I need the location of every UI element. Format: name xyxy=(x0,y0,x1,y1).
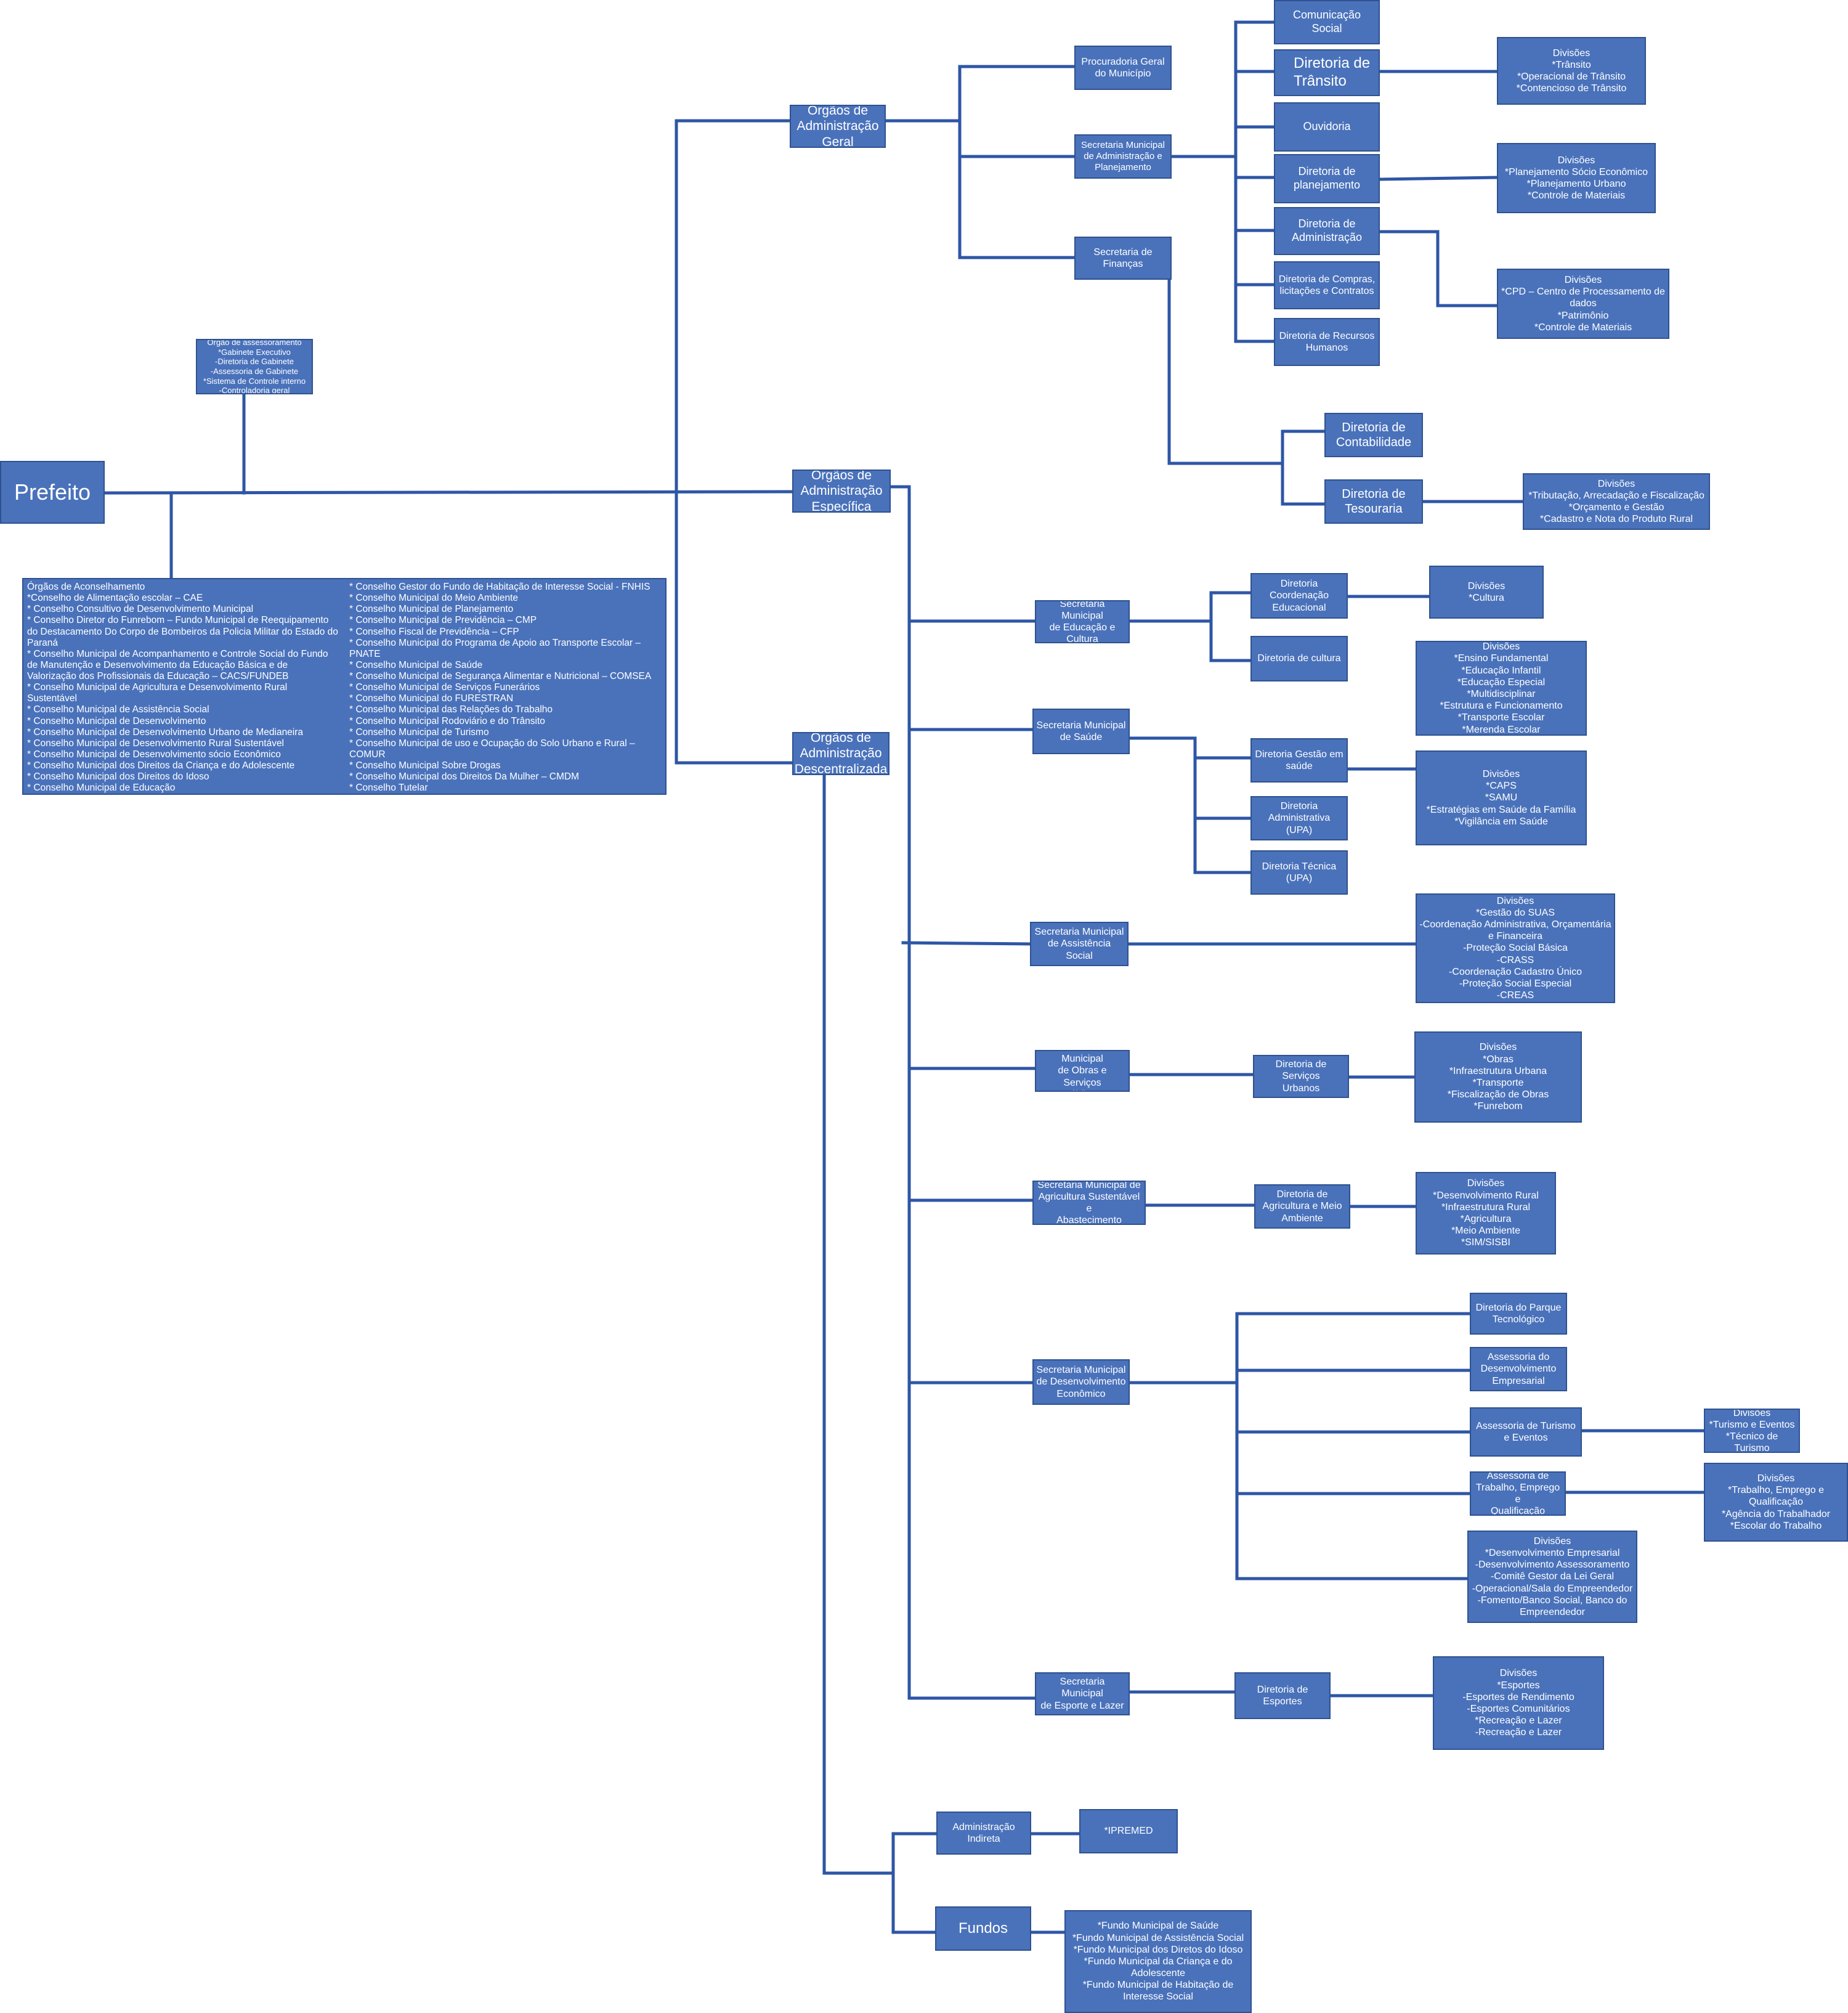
div-assistencia-node[interactable]: Divisões *Gestão do SUAS -Coordenação Ad… xyxy=(1416,893,1615,1003)
div-administracao-node[interactable]: Divisões *CPD – Centro de Processamento … xyxy=(1497,269,1669,339)
procuradoria-node[interactable]: Procuradoria Geral do Município xyxy=(1074,46,1172,90)
div-trabalho-node[interactable]: Divisões *Trabalho, Emprego e Qualificaç… xyxy=(1704,1463,1848,1542)
dir-tesouraria-node[interactable]: Diretoria de Tesouraria xyxy=(1324,479,1423,524)
aconselhamento-node[interactable]: Órgãos de Aconselhamento *Conselho de Al… xyxy=(22,578,667,795)
div-turismo-node[interactable]: Divisões *Turismo e Eventos *Técnico de … xyxy=(1704,1409,1800,1453)
dir-transito-node[interactable]: Diretoria de Trânsito xyxy=(1274,49,1380,96)
dir-rh-node[interactable]: Diretoria de Recursos Humanos xyxy=(1274,318,1380,366)
dir-cultura-node[interactable]: Diretoria de cultura xyxy=(1250,636,1348,681)
aconselhamento-list-right: * Conselho Gestor do Fundo de Habitação … xyxy=(349,582,652,794)
div-desenvolvimento-node[interactable]: Divisões *Desenvolvimento Empresarial -D… xyxy=(1467,1531,1637,1623)
div-saude-node[interactable]: Divisões *CAPS *SAMU *Estratégias em Saú… xyxy=(1416,750,1587,845)
dir-gestao-saude-node[interactable]: Diretoria Gestão em saúde xyxy=(1250,738,1348,783)
div-planejamento-node[interactable]: Divisões *Planejamento Sócio Econômico *… xyxy=(1497,143,1656,213)
assessoramento-node[interactable]: Órgão de assessoramento *Gabinete Execut… xyxy=(196,339,313,394)
dir-administracao-node[interactable]: Diretoria de Administração xyxy=(1274,207,1380,255)
fundos-node[interactable]: Fundos xyxy=(935,1906,1031,1951)
adm-indireta-node[interactable]: Administração Indireta xyxy=(936,1812,1031,1855)
sec-financas-node[interactable]: Secretaria de Finanças xyxy=(1074,237,1172,280)
sec-esporte-node[interactable]: Secretaria Municipal de Esporte e Lazer xyxy=(1035,1672,1130,1715)
div-agricultura-node[interactable]: Divisões *Desenvolvimento Rural *Infraes… xyxy=(1416,1172,1556,1255)
sec-assistencia-node[interactable]: Secretaria Municipal de Assistência Soci… xyxy=(1030,922,1129,966)
ass-desenvolvimento-node[interactable]: Assessoria do Desenvolvimento Empresaria… xyxy=(1470,1347,1567,1391)
dir-esportes-node[interactable]: Diretoria de Esportes xyxy=(1234,1672,1331,1719)
prefeito-node[interactable]: Prefeito xyxy=(0,461,105,524)
sec-adm-planejamento-node[interactable]: Secretaria Municipal de Administração e … xyxy=(1074,134,1172,179)
sec-agricultura-node[interactable]: Secretaria Municipal de Agricultura Sust… xyxy=(1032,1181,1146,1225)
dir-coord-educacional-node[interactable]: Diretoria Coordenação Educacional xyxy=(1250,573,1348,619)
div-educacao-node[interactable]: Divisões *Ensino Fundamental *Educação I… xyxy=(1416,641,1587,736)
dir-agricultura-node[interactable]: Diretoria de Agricultura e Meio Ambiente xyxy=(1254,1184,1350,1229)
dir-contabilidade-node[interactable]: Diretoria de Contabilidade xyxy=(1324,413,1423,457)
dir-compras-node[interactable]: Diretoria de Compras, licitações e Contr… xyxy=(1274,261,1380,309)
div-cultura-node[interactable]: Divisões *Cultura xyxy=(1429,566,1544,619)
dir-tec-upa-node[interactable]: Diretoria Técnica (UPA) xyxy=(1250,850,1348,895)
dir-parque-tecnologico-node[interactable]: Diretoria do Parque Tecnológico xyxy=(1470,1293,1567,1335)
ass-turismo-node[interactable]: Assessoria de Turismo e Eventos xyxy=(1470,1407,1582,1457)
fundos-lista-node[interactable]: *Fundo Municipal de Saúde *Fundo Municip… xyxy=(1064,1910,1252,2013)
ipremed-node[interactable]: *IPREMED xyxy=(1079,1809,1178,1853)
sec-educacao-node[interactable]: Secretaria Municipal de Educação e Cultu… xyxy=(1035,600,1130,643)
div-transito-node[interactable]: Divisões *Trânsito *Operacional de Trâns… xyxy=(1497,37,1646,105)
dir-planejamento-node[interactable]: Diretoria de planejamento xyxy=(1274,154,1380,203)
sec-obras-node[interactable]: Secretaria Municipal de Obras e Serviços… xyxy=(1035,1050,1130,1092)
adm-especifica-node[interactable]: Órgãos de Administração Específica xyxy=(792,470,891,513)
ass-trabalho-node[interactable]: Assessoria de Trabalho, Emprego e Qualif… xyxy=(1470,1471,1566,1516)
adm-descentralizada-node[interactable]: Órgãos de Administração Descentralizada xyxy=(792,732,890,775)
comunicacao-social-node[interactable]: Comunicação Social xyxy=(1274,0,1380,44)
aconselhamento-list-left: Órgãos de Aconselhamento *Conselho de Al… xyxy=(27,582,338,794)
sec-desenvolvimento-node[interactable]: Secretaria Municipal de Desenvolvimento … xyxy=(1032,1359,1130,1405)
ouvidoria-node[interactable]: Ouvidoria xyxy=(1274,102,1380,152)
div-tesouraria-node[interactable]: Divisões *Tributação, Arrecadação e Fisc… xyxy=(1523,473,1710,530)
sec-saude-node[interactable]: Secretaria Municipal de Saúde xyxy=(1032,709,1130,754)
dir-adm-upa-node[interactable]: Diretoria Administrativa (UPA) xyxy=(1250,796,1348,840)
dir-servicos-urbanos-node[interactable]: Diretoria de Serviços Urbanos xyxy=(1253,1055,1349,1098)
adm-geral-node[interactable]: Órgãos de Administração Geral xyxy=(790,105,886,148)
div-obras-node[interactable]: Divisões *Obras *Infraestrutura Urbana *… xyxy=(1414,1031,1582,1123)
div-esportes-node[interactable]: Divisões *Esportes -Esportes de Rendimen… xyxy=(1433,1656,1604,1750)
